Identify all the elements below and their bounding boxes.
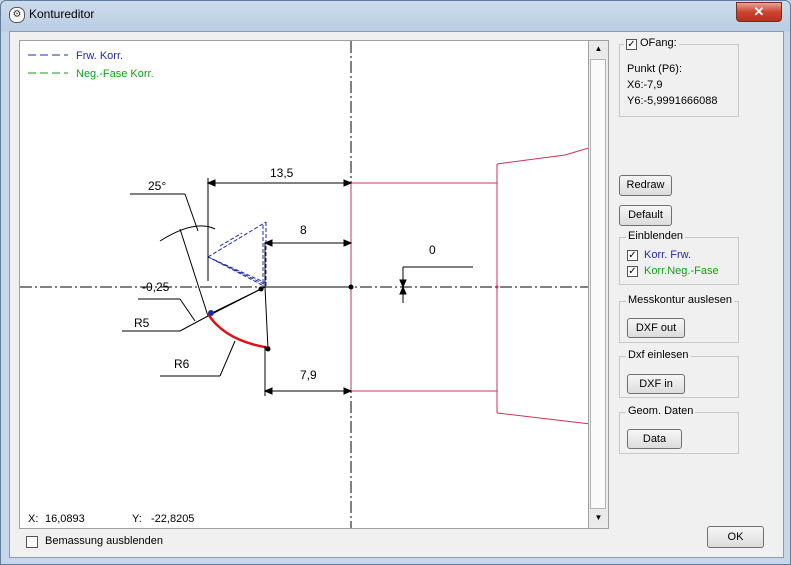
- workpiece-contour: [350, 144, 599, 426]
- drawing-canvas[interactable]: Frw. Korr. Neg.-Fase Korr.: [19, 40, 600, 529]
- dim-0: 0: [429, 243, 436, 257]
- status-y-value: -22,8205: [151, 513, 195, 525]
- einblenden-group: Einblenden ✓ Korr. Frw. ✓ Korr.Neg.-Fase: [619, 230, 739, 285]
- dxf-out-button[interactable]: DXF out: [627, 318, 685, 338]
- tool-contour: [159, 225, 351, 350]
- dim-r6: R6: [174, 357, 190, 371]
- window-title: Kontureditor: [29, 7, 95, 21]
- dialog-client: Frw. Korr. Neg.-Fase Korr.: [9, 31, 784, 558]
- ofang-x: X6:-7,9: [627, 79, 663, 91]
- dim-offset: -0,25: [142, 280, 170, 294]
- korr-frw-checkbox[interactable]: ✓: [627, 250, 638, 261]
- app-icon: ⚙: [9, 7, 25, 23]
- bemassung-checkbox[interactable]: [26, 536, 38, 548]
- bemassung-label: Bemassung ausblenden: [45, 535, 164, 547]
- scroll-thumb[interactable]: [590, 59, 606, 509]
- messkontur-group: Messkontur auslesen DXF out: [619, 294, 739, 343]
- point-marker-start: [208, 310, 214, 316]
- redraw-button[interactable]: Redraw: [619, 175, 672, 196]
- point-marker-center: [258, 286, 264, 292]
- legend-fwd-label: Frw. Korr.: [76, 50, 123, 62]
- default-button[interactable]: Default: [619, 205, 672, 226]
- status-y-label: Y:: [132, 513, 142, 525]
- dxf-in-button[interactable]: DXF in: [627, 374, 685, 394]
- korr-neg-checkbox[interactable]: ✓: [627, 266, 638, 277]
- dxf-einlesen-legend: Dxf einlesen: [626, 349, 691, 361]
- korr-frw-label: Korr. Frw.: [644, 249, 692, 261]
- fwd-correction-paths: [207, 221, 267, 287]
- ofang-point: Punkt (P6):: [627, 63, 683, 75]
- scroll-up-icon[interactable]: ▲: [589, 41, 608, 57]
- contour-drawing: Frw. Korr. Neg.-Fase Korr.: [20, 41, 599, 528]
- ok-button[interactable]: OK: [707, 526, 764, 548]
- legend-neg-label: Neg.-Fase Korr.: [76, 68, 154, 80]
- status-x-label: X:: [28, 513, 39, 525]
- canvas-scrollbar[interactable]: ▲ ▼: [588, 40, 609, 529]
- dim-13-5: 13,5: [270, 166, 294, 180]
- point-marker-right: [495, 285, 499, 289]
- dxf-einlesen-group: Dxf einlesen DXF in: [619, 349, 739, 398]
- close-button[interactable]: ✕: [736, 2, 782, 22]
- dim-angle: 25°: [148, 179, 166, 193]
- geom-daten-group: Geom. Daten Data: [619, 405, 739, 454]
- ofang-label: OFang:: [640, 37, 677, 49]
- scroll-down-icon[interactable]: ▼: [589, 510, 608, 526]
- korr-neg-label: Korr.Neg.-Fase: [644, 265, 719, 277]
- einblenden-legend: Einblenden: [626, 230, 686, 242]
- ofang-group: ✓OFang: Punkt (P6): X6:-7,9 Y6:-5,999166…: [619, 37, 739, 117]
- ofang-y: Y6:-5,9991666088: [627, 95, 718, 107]
- ofang-legend: ✓OFang:: [624, 37, 679, 50]
- dim-7-9: 7,9: [300, 368, 317, 382]
- messkontur-legend: Messkontur auslesen: [626, 294, 734, 306]
- ofang-checkbox[interactable]: ✓: [626, 39, 637, 50]
- dimension-lines: [122, 178, 473, 396]
- point-marker-end: [265, 346, 271, 352]
- highlighted-arc: [206, 313, 271, 350]
- data-button[interactable]: Data: [627, 429, 682, 449]
- dim-8: 8: [300, 223, 307, 237]
- status-x-value: 16,0893: [45, 513, 85, 525]
- title-bar: ⚙ Kontureditor ✕: [1, 1, 790, 29]
- dim-r5: R5: [134, 316, 150, 330]
- geom-daten-legend: Geom. Daten: [626, 405, 696, 417]
- point-marker-axis: [348, 284, 354, 290]
